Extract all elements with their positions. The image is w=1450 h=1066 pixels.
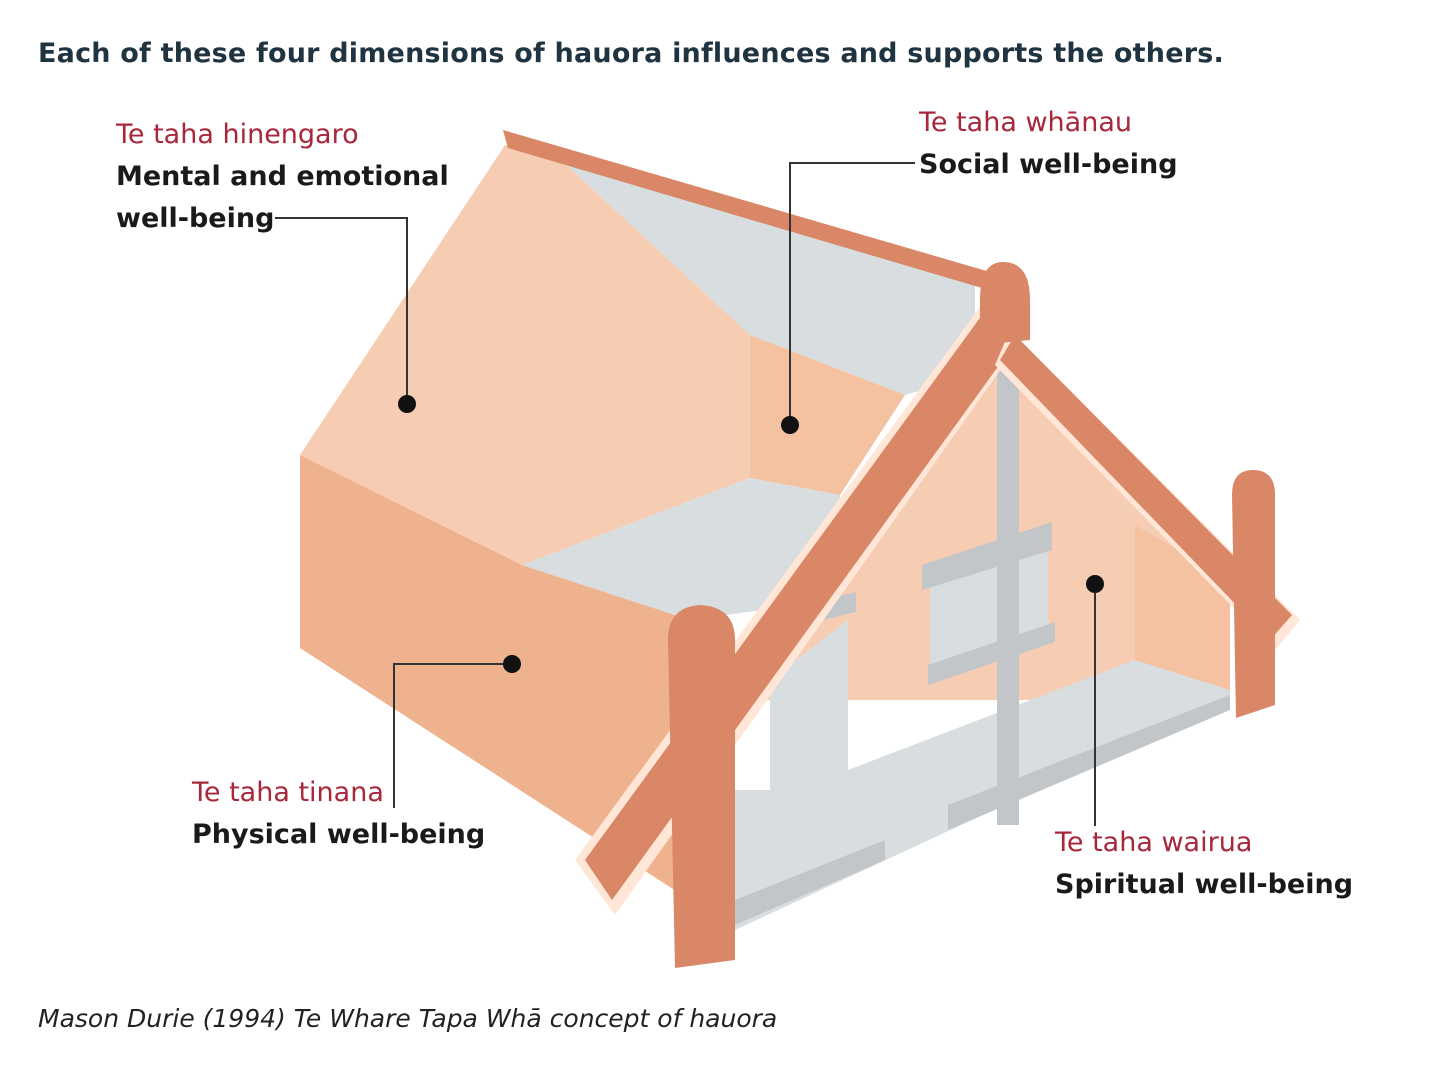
front-gable-wall (735, 345, 1230, 700)
window-sill-top (922, 522, 1052, 590)
leader-tinana (393, 663, 512, 808)
doorway (770, 620, 848, 790)
roof-left (300, 145, 750, 565)
amo-right-post (1232, 470, 1275, 718)
wairua-maori: Te taha wairua (1055, 827, 1253, 858)
leader-hinengaro (275, 217, 408, 404)
floor (522, 478, 840, 620)
marker-tinana (503, 655, 521, 673)
barge-board-right-inner (1000, 335, 1292, 640)
leader-whanau (789, 162, 915, 425)
intro-text: Each of these four dimensions of hauora … (38, 38, 1224, 69)
label-wairua: Te taha wairua Spiritual well-being (1055, 822, 1353, 906)
marker-wairua (1086, 575, 1104, 593)
hinengaro-english-line2: well-being (116, 203, 275, 234)
label-tinana: Te taha tinana Physical well-being (192, 772, 485, 856)
roof-ridge-beam (503, 130, 990, 288)
window-sill-bottom (928, 622, 1055, 685)
wairua-english: Spiritual well-being (1055, 869, 1354, 900)
label-hinengaro: Te taha hinengaro Mental and emotional w… (116, 114, 449, 240)
central-pole (997, 355, 1019, 825)
amo-left-post (668, 605, 735, 968)
hinengaro-english-line1: Mental and emotional (116, 161, 449, 192)
koruru-post (980, 262, 1030, 345)
tinana-maori: Te taha tinana (192, 777, 384, 808)
roof-underside (550, 150, 975, 395)
whanau-english: Social well-being (919, 149, 1178, 180)
porch-step-right (948, 695, 1230, 830)
porch-step-front (735, 840, 885, 925)
whanau-maori: Te taha whānau (919, 107, 1132, 138)
source-caption: Mason Durie (1994) Te Whare Tapa Whā con… (38, 1004, 778, 1033)
marker-hinengaro (398, 395, 416, 413)
label-whanau: Te taha whānau Social well-being (919, 102, 1178, 186)
tinana-english: Physical well-being (192, 819, 486, 850)
back-wall (750, 335, 905, 495)
marker-whanau (781, 416, 799, 434)
hinengaro-maori: Te taha hinengaro (116, 119, 359, 150)
side-wall (300, 455, 690, 900)
